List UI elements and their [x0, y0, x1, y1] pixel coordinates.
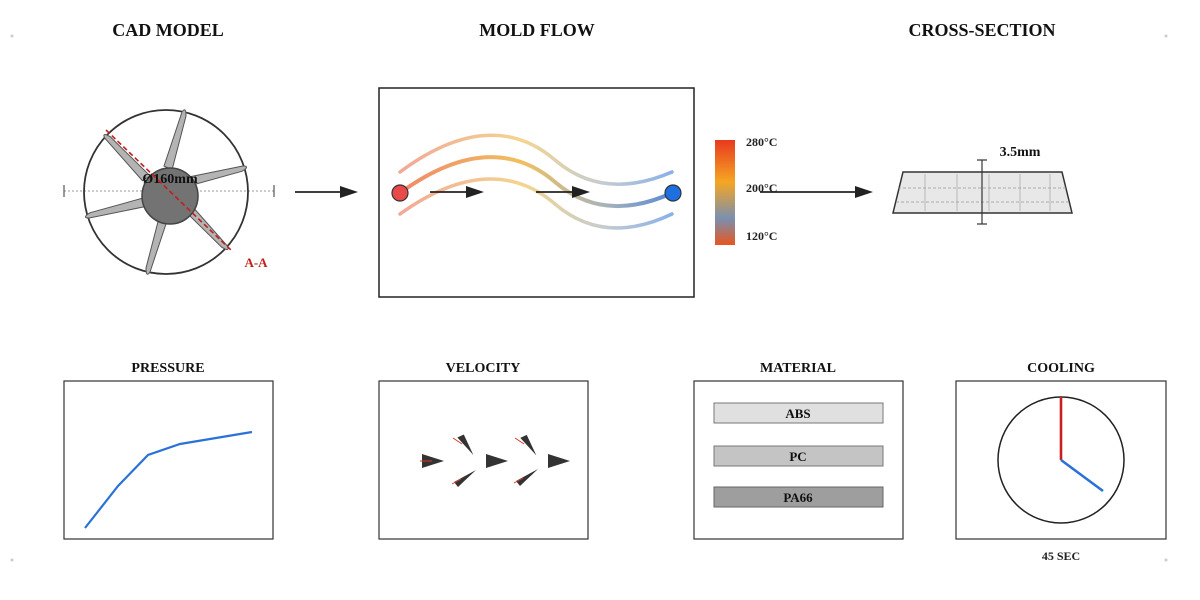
section-label: A-A: [244, 255, 268, 270]
velocity-arrow-6: [454, 470, 476, 487]
velocity-arrow-5: [520, 434, 537, 456]
velocity-red-ticks: [420, 437, 525, 485]
fan-blade-1: [163, 109, 187, 171]
velocity-arrow-1: [422, 454, 444, 468]
material-panel: ABS PC PA66: [693, 380, 904, 540]
velocity-title: VELOCITY: [446, 361, 521, 376]
diameter-label: Ø160mm: [142, 172, 198, 187]
material-option-abs[interactable]: [713, 402, 884, 424]
pressure-panel: [63, 380, 274, 540]
mold-flow-panel: [378, 87, 695, 298]
material-title: MATERIAL: [760, 361, 836, 376]
cad-model-title: CAD MODEL: [112, 20, 224, 40]
section-cut-line: [105, 129, 234, 253]
cooling-title: COOLING: [1027, 361, 1095, 376]
velocity-panel: [378, 380, 589, 540]
cooling-panel: 45 SEC: [955, 380, 1167, 563]
flow-path-upper: [398, 133, 674, 187]
cross-section-drawing: 3.5mm: [892, 145, 1073, 225]
fan-drawing: Ø160mm A-A: [63, 109, 275, 275]
pressure-curve: [84, 430, 253, 529]
flow-path-lower: [398, 177, 674, 230]
cross-section-title: CROSS-SECTION: [908, 20, 1055, 40]
fan-blade-2: [186, 165, 248, 187]
scale-label-low: 120°C: [746, 229, 777, 243]
material-option-pc[interactable]: [713, 445, 884, 467]
mold-flow-title: MOLD FLOW: [479, 20, 595, 40]
velocity-vectors: [422, 434, 570, 487]
arrow-cad-to-flow: [295, 186, 358, 198]
fan-hub: [141, 167, 199, 225]
flow-direction-arrow-2: [536, 186, 590, 198]
cooling-time-label: 45 SEC: [1042, 549, 1080, 563]
material-label-pa66: PA66: [783, 490, 813, 505]
velocity-arrow-2: [486, 454, 508, 468]
pressure-title: PRESSURE: [131, 361, 204, 376]
thickness-label: 3.5mm: [1000, 145, 1041, 160]
material-label-pc: PC: [789, 449, 806, 464]
clock-hand-blue: [1060, 458, 1104, 493]
material-option-pa66[interactable]: [713, 486, 884, 508]
pressure-frame: [63, 380, 274, 540]
fan-outer-ring: [83, 109, 249, 275]
inlet-gate-marker: [391, 184, 409, 202]
flow-path-middle: [398, 155, 674, 209]
material-label-abs: ABS: [785, 406, 810, 421]
velocity-arrow-4: [457, 434, 474, 456]
temperature-scale: 280°C 200°C 120°C: [715, 135, 777, 245]
fan-blade-6: [103, 134, 151, 182]
section-hatch-lines: [924, 174, 1051, 211]
fan-blade-5: [84, 197, 146, 219]
fan-blades: [84, 109, 248, 275]
outlet-vent-marker: [664, 184, 682, 202]
velocity-arrow-7: [516, 469, 538, 486]
fan-blade-4: [145, 213, 169, 275]
corner-marks: [10, 34, 1168, 562]
velocity-arrow-3: [548, 454, 570, 468]
arrow-flow-to-section: [760, 186, 873, 198]
temperature-color-bar: [715, 140, 735, 245]
scale-label-high: 280°C: [746, 135, 777, 149]
flow-direction-arrow-1: [430, 186, 484, 198]
